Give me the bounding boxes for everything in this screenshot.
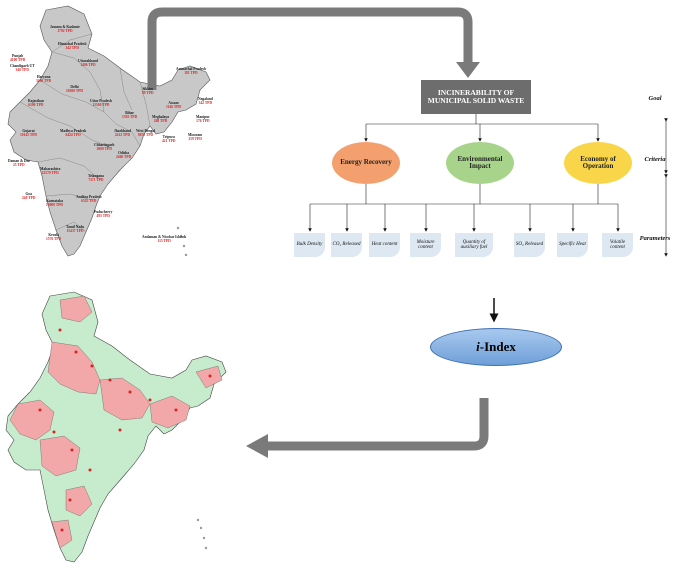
criterion-environmental-impact: Environmental Impact [446, 142, 514, 184]
top-flow-arrow [147, 7, 473, 90]
parameter-bulk-density: Bulk Density [294, 233, 325, 257]
top-flow-arrowhead [456, 62, 480, 78]
parameter-so2-released: SO₂ Released [514, 233, 545, 257]
criterion-energy-recovery: Energy Recovery [332, 142, 400, 184]
india-map-i-index [5, 291, 227, 563]
goal-box: INCINERABILITY OF MUNICIPAL SOLID WASTE [421, 80, 531, 114]
parameter-heat-content: Heat content [369, 233, 400, 257]
i-index-ellipse: i-Index [430, 328, 562, 366]
parameter-specific-heat: Specific Heat [557, 233, 588, 257]
parameter-auxiliary-fuel: Quantity of auxiliary fuel [455, 233, 493, 257]
india-map-waste-generation [7, 5, 211, 257]
bottom-flow-arrow [262, 398, 489, 451]
level-goal-label: Goal [648, 95, 662, 102]
bottom-flow-arrowhead [246, 434, 268, 458]
parameter-co2-released: CO₂ Released [331, 233, 362, 257]
level-criteria-label: Criteria [644, 156, 666, 163]
i-index-prefix: i [476, 339, 480, 355]
level-parameters-label: Parameters [639, 235, 671, 242]
goal-criteria-connectors [364, 114, 600, 142]
criterion-economy-of-operation: Economy of Operation [564, 142, 632, 184]
i-index-suffix: -Index [479, 339, 516, 355]
parameter-volatile-content: Volatile content [602, 233, 633, 257]
criteria-parameter-connectors [308, 184, 620, 232]
parameter-moisture-content: Moisture content [410, 233, 441, 257]
